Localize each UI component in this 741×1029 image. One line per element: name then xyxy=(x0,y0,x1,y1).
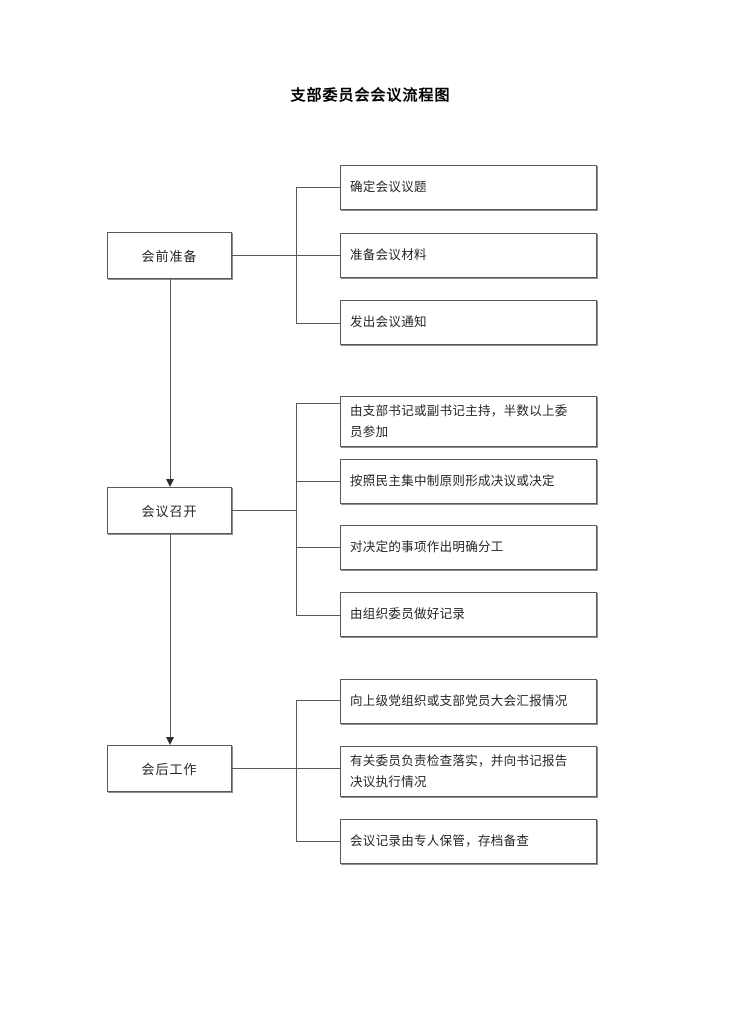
task-label-report-to-upper: 向上级党组织或支部党员大会汇报情况 xyxy=(350,694,568,708)
connector-hold-meeting-stub-1 xyxy=(296,403,340,404)
connector-hold-meeting-stub-4 xyxy=(296,615,340,616)
task-box-send-notice[interactable]: 发出会议通知 xyxy=(340,300,597,345)
task-label-send-notice: 发出会议通知 xyxy=(350,315,427,329)
arrow-head-hold-to-post xyxy=(166,737,174,745)
connector-hold-meeting-trunk xyxy=(232,510,296,511)
stage-label-pre-meeting: 会前准备 xyxy=(141,249,198,264)
connector-hold-meeting-stub-3 xyxy=(296,547,340,548)
connector-post-meeting-stub-3 xyxy=(296,841,340,842)
task-box-check-implementation[interactable]: 有关委员负责检查落实，并向书记报告 决议执行情况 xyxy=(340,746,597,797)
task-label-democratic-centralism: 按照民主集中制原则形成决议或决定 xyxy=(350,474,555,488)
task-label-archive-minutes: 会议记录由专人保管，存档备查 xyxy=(350,834,530,848)
connector-post-meeting-trunk xyxy=(232,768,296,769)
arrow-line-pre-to-hold xyxy=(170,279,171,479)
task-box-determine-topics[interactable]: 确定会议议题 xyxy=(340,165,597,210)
task-box-record-by-organizer[interactable]: 由组织委员做好记录 xyxy=(340,592,597,637)
task-box-report-to-upper[interactable]: 向上级党组织或支部党员大会汇报情况 xyxy=(340,679,597,724)
stage-box-hold-meeting[interactable]: 会议召开 xyxy=(107,487,232,534)
arrow-line-hold-to-post xyxy=(170,534,171,737)
task-label-determine-topics: 确定会议议题 xyxy=(350,180,427,194)
connector-pre-meeting-stub-2 xyxy=(296,255,340,256)
stage-label-post-meeting: 会后工作 xyxy=(141,762,198,777)
connector-hold-meeting-stub-2 xyxy=(296,481,340,482)
task-box-democratic-centralism[interactable]: 按照民主集中制原则形成决议或决定 xyxy=(340,459,597,504)
connector-pre-meeting-trunk xyxy=(232,255,296,256)
connector-pre-meeting-stub-3 xyxy=(296,323,340,324)
connector-post-meeting-stub-1 xyxy=(296,700,340,701)
stage-label-hold-meeting: 会议召开 xyxy=(141,504,198,519)
arrow-head-pre-to-hold xyxy=(166,479,174,487)
stage-box-post-meeting[interactable]: 会后工作 xyxy=(107,745,232,792)
task-box-archive-minutes[interactable]: 会议记录由专人保管，存档备查 xyxy=(340,819,597,864)
connector-post-meeting-spine xyxy=(296,700,297,841)
connector-post-meeting-stub-2 xyxy=(296,768,340,769)
task-label-assign-duties: 对决定的事项作出明确分工 xyxy=(350,540,504,554)
task-label-check-implementation: 有关委员负责检查落实，并向书记报告 决议执行情况 xyxy=(350,753,568,789)
task-label-prepare-materials: 准备会议材料 xyxy=(350,248,427,262)
task-box-assign-duties[interactable]: 对决定的事项作出明确分工 xyxy=(340,525,597,570)
connector-pre-meeting-stub-1 xyxy=(296,187,340,188)
task-label-record-by-organizer: 由组织委员做好记录 xyxy=(350,607,466,621)
page-title: 支部委员会会议流程图 xyxy=(290,86,451,104)
connector-hold-meeting-spine xyxy=(296,403,297,615)
stage-box-pre-meeting[interactable]: 会前准备 xyxy=(107,232,232,279)
task-box-prepare-materials[interactable]: 准备会议材料 xyxy=(340,233,597,278)
task-box-chaired-by-secretary[interactable]: 由支部书记或副书记主持，半数以上委 员参加 xyxy=(340,396,597,447)
task-label-chaired-by-secretary: 由支部书记或副书记主持，半数以上委 员参加 xyxy=(350,403,568,439)
